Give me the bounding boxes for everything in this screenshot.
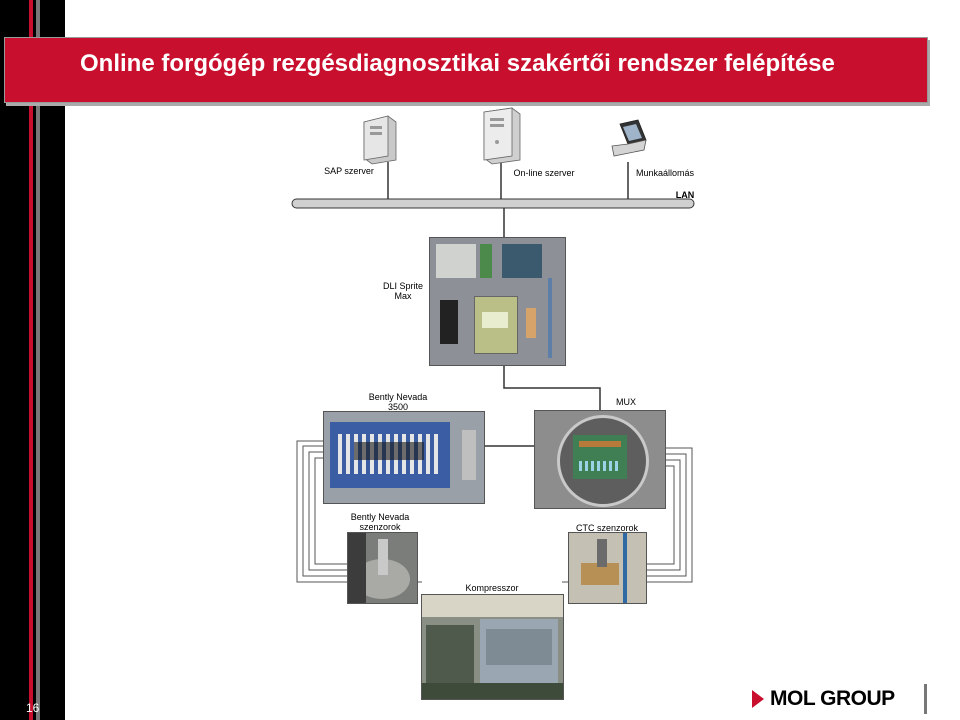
right-cable-3 [645, 459, 681, 571]
bently-sensors-photo [347, 532, 418, 604]
left-red-stripe [29, 0, 33, 720]
mol-group-logo: MOL GROUP [752, 684, 895, 714]
compressor-photo [421, 594, 564, 700]
online-server-label: On-line szerver [513, 168, 575, 178]
left-cable-2 [302, 445, 347, 577]
page-number: 16 [26, 701, 40, 715]
logo-divider [924, 684, 927, 714]
laptop-icon [611, 119, 647, 157]
bently-3500-label-line2: 3500 [387, 402, 409, 412]
bently-sensors-label-line2: szenzorok [359, 522, 401, 532]
online-server-icon [483, 107, 521, 165]
sap-server-label: SAP szerver [324, 166, 374, 176]
logo-arrow-icon [752, 690, 764, 708]
left-cable-4 [314, 457, 347, 565]
title-bar [4, 37, 928, 103]
slide-title: Online forgógép rezgésdiagnosztikai szak… [80, 50, 835, 77]
lan-label: LAN [675, 190, 695, 200]
right-cable-4 [645, 465, 675, 565]
lan-bus [291, 198, 695, 209]
logo-text: MOL GROUP [770, 687, 895, 710]
bently-nevada-3500-photo [323, 411, 485, 504]
compressor-label: Kompresszor [465, 583, 519, 593]
dli-cabinet-photo [429, 237, 566, 366]
mux-photo [534, 410, 666, 509]
dli-label-line2: Max [394, 291, 412, 301]
workstation-label: Munkaállomás [635, 168, 695, 178]
mux-label: MUX [616, 397, 636, 407]
dli-mux-line [503, 364, 601, 410]
ctc-sensors-label: CTC szenzorok [575, 523, 638, 533]
bently-sensors-label-line1: Bently Nevada [350, 512, 410, 522]
bently-3500-label-line1: Bently Nevada [368, 392, 428, 402]
right-cable-2 [645, 453, 687, 577]
dli-label-line1: DLI Sprite [382, 281, 424, 291]
left-cable-3 [308, 451, 347, 571]
ctc-sensors-photo [568, 532, 647, 604]
sap-server-icon [363, 115, 397, 165]
left-gray-stripe [36, 0, 40, 720]
